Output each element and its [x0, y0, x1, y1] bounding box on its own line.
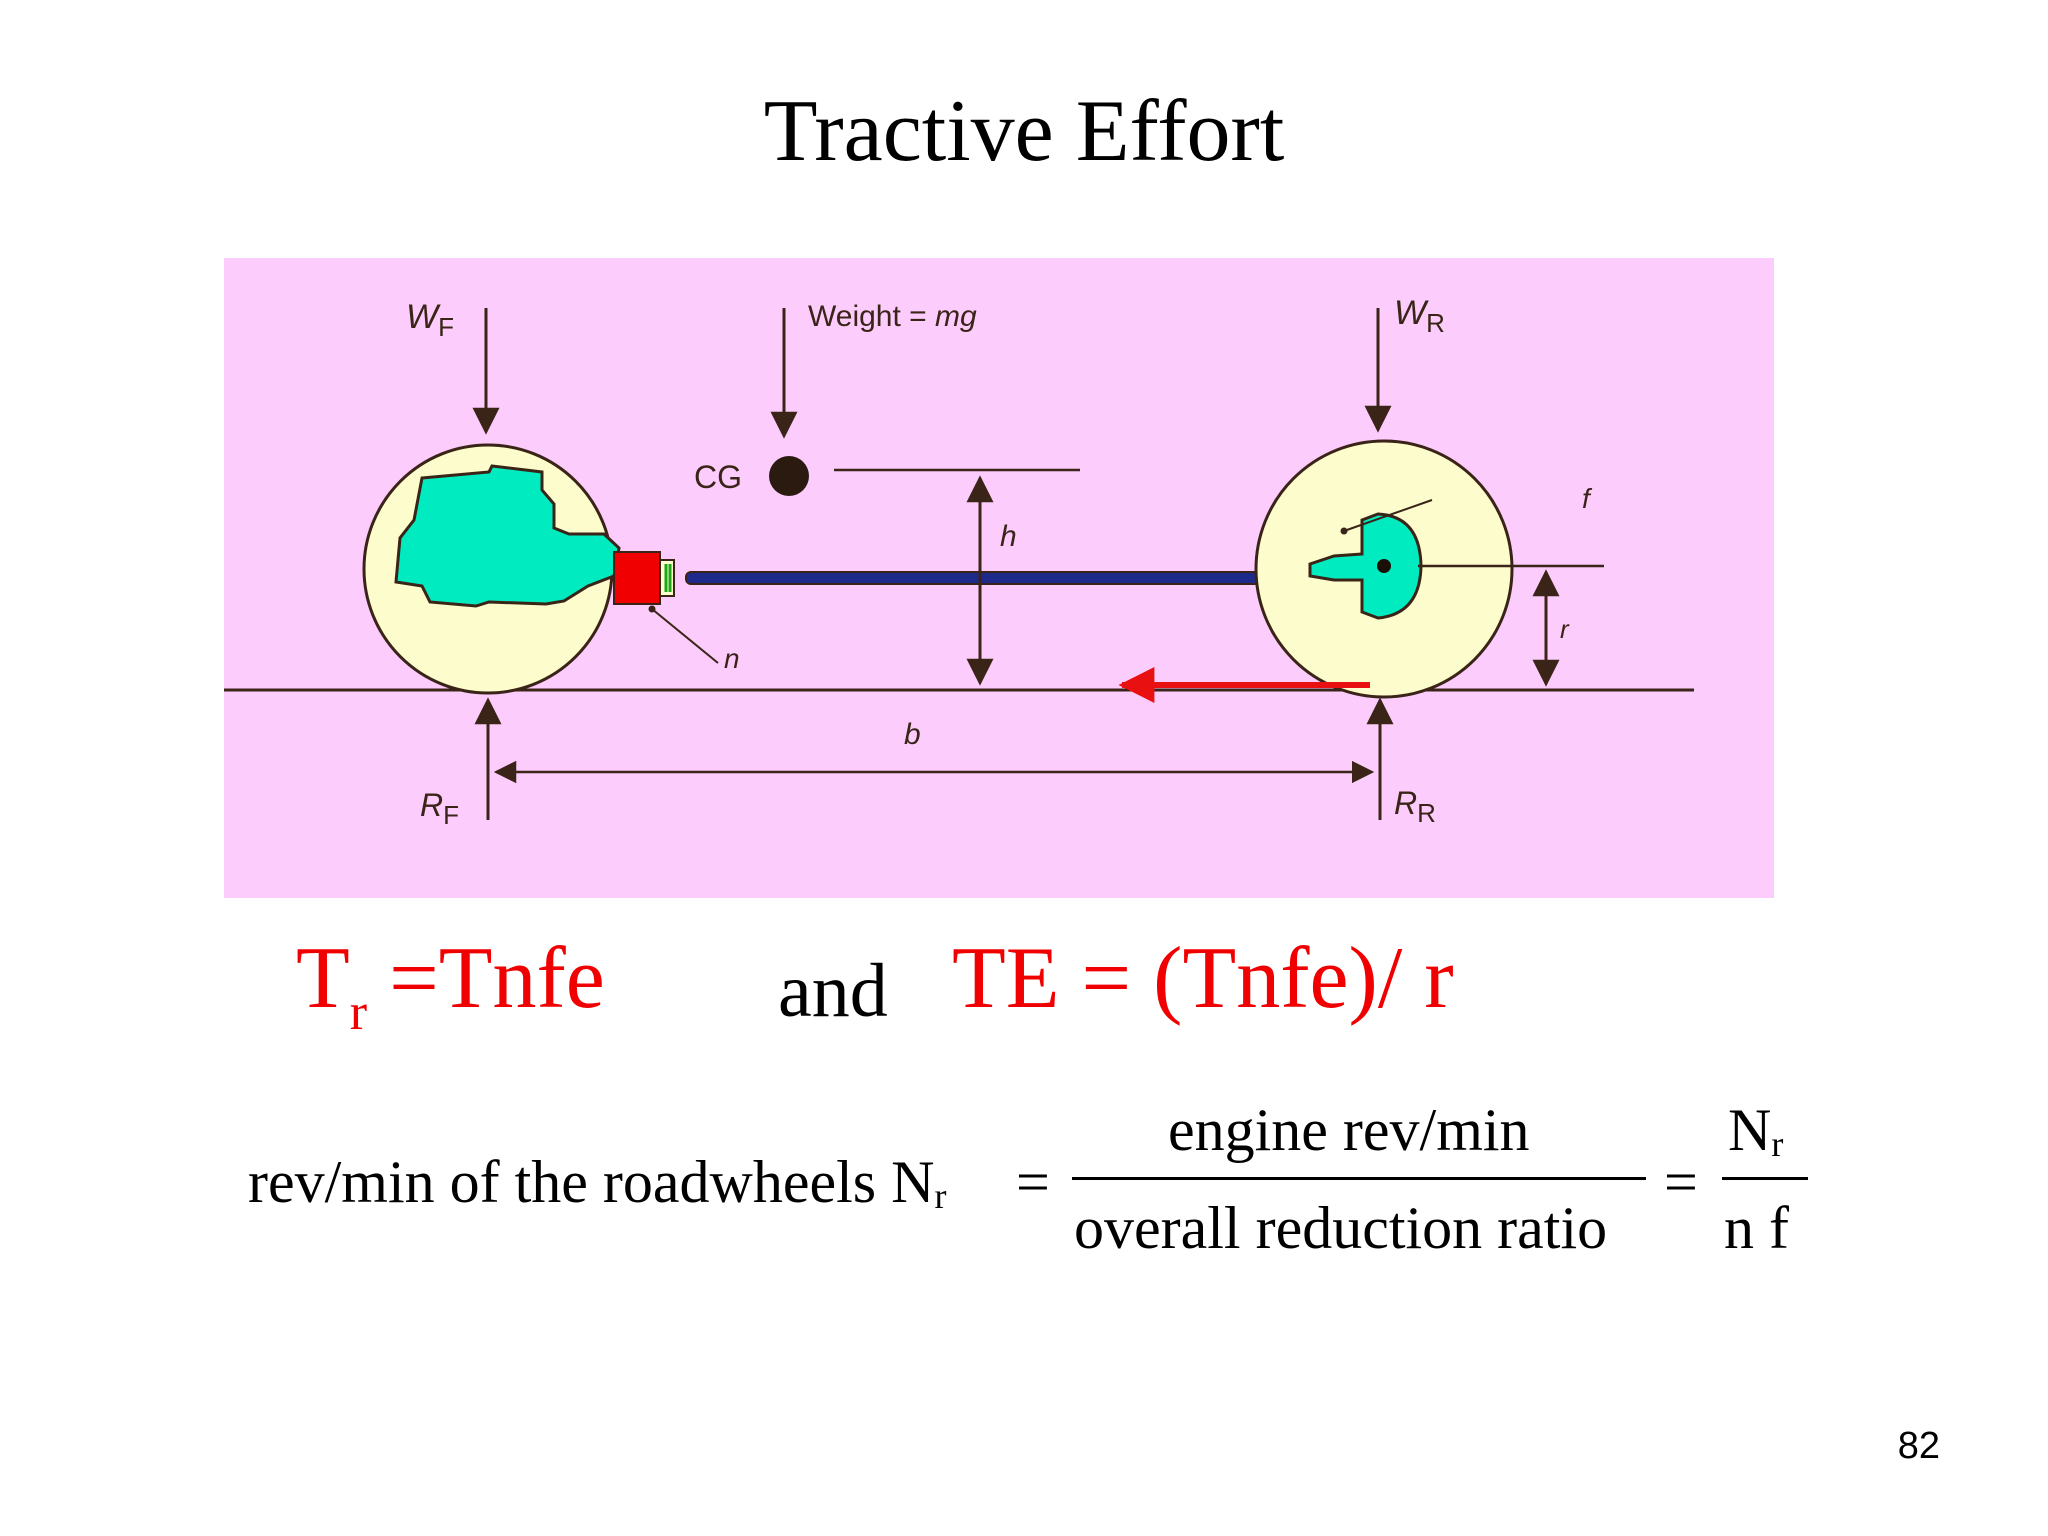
propeller-shaft	[685, 571, 1295, 585]
torque-formula: Tr =Tnfe	[296, 930, 605, 1041]
wf-label: WF	[406, 298, 454, 342]
and-word: and	[778, 949, 888, 1033]
r-label: r	[1560, 614, 1570, 644]
equals-sign-2: =	[1664, 1149, 1698, 1215]
engine-block	[394, 464, 621, 608]
b-label: b	[904, 718, 921, 751]
vehicle-diagram-svg: WF Weight = mg WR CG f h r n b RF RR	[224, 294, 1694, 830]
fraction2-denominator: n f	[1724, 1195, 1789, 1261]
rev-left-text: rev/min of the roadwheels Nr	[248, 1149, 947, 1216]
gearbox	[613, 551, 661, 605]
rf-label: RF	[420, 787, 459, 830]
vehicle-diagram: WF Weight = mg WR CG f h r n b RF RR	[224, 258, 1774, 898]
fraction2-numerator: Nr	[1728, 1097, 1784, 1164]
fraction-denominator: overall reduction ratio	[1074, 1195, 1608, 1261]
cg-dot	[769, 456, 809, 496]
tractive-formulas: Tr =Tnfe and TE = (Tnfe)/ r	[0, 935, 2048, 1055]
h-label: h	[1000, 520, 1017, 553]
f-label: f	[1582, 483, 1593, 514]
cg-label: CG	[694, 459, 742, 495]
slide-title: Tractive Effort	[763, 83, 1285, 180]
fraction-bar	[1072, 1177, 1646, 1180]
wr-label: WR	[1394, 294, 1445, 338]
n-label: n	[724, 643, 740, 674]
tractive-effort-formula: TE = (Tnfe)/ r	[952, 930, 1454, 1027]
rr-label: RR	[1394, 785, 1436, 828]
roadwheel-speed-formula: rev/min of the roadwheels Nr = engine re…	[0, 1100, 2048, 1280]
fraction-numerator: engine rev/min	[1168, 1097, 1530, 1163]
equals-sign: =	[1016, 1149, 1050, 1215]
weight-label: Weight = mg	[808, 300, 977, 333]
page-number: 82	[1897, 1425, 1940, 1467]
fraction2-bar	[1722, 1177, 1808, 1180]
